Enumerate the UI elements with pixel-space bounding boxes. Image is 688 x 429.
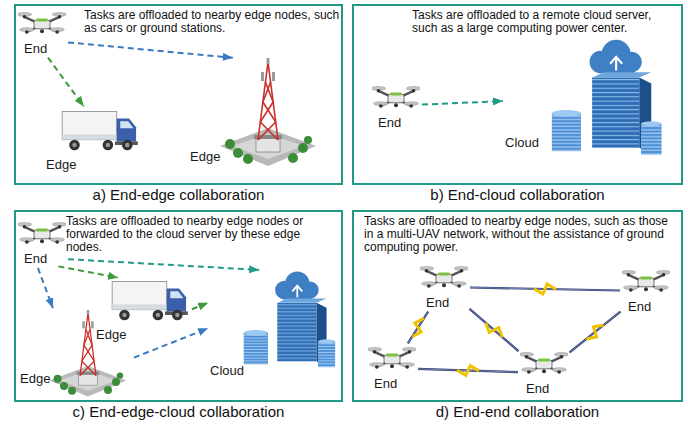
device-node: Edge: [90, 278, 190, 342]
wireless-link: [470, 284, 620, 294]
device-node: End: [520, 350, 568, 396]
offload-arrow: [422, 101, 503, 105]
device-node: Edge: [20, 310, 132, 398]
node-label: Edge: [20, 371, 50, 386]
device-node: End: [18, 220, 66, 266]
drone-icon: [372, 84, 420, 112]
node-label: End: [374, 376, 397, 391]
drone-icon: [368, 345, 416, 373]
device-node: Cloud: [505, 38, 665, 178]
offload-arrow: [58, 266, 118, 277]
truck-icon: [60, 108, 140, 152]
node-label: Cloud: [210, 363, 244, 378]
wireless-link: [418, 366, 518, 376]
offload-arrow: [48, 58, 84, 107]
offload-arrow: [68, 42, 233, 57]
panel-caption: a) End-edge collaboration: [16, 186, 341, 203]
offload-arrow: [68, 259, 259, 270]
device-node: End: [622, 268, 670, 314]
offload-arrow: [192, 303, 208, 310]
device-node: Cloud: [210, 270, 338, 398]
node-label: End: [526, 381, 549, 396]
tower-icon: [48, 310, 128, 398]
device-node: Edge: [40, 108, 140, 172]
tower-icon: [218, 58, 318, 168]
panel-caption: b) End-cloud collaboration: [354, 186, 681, 203]
drone-icon: [18, 220, 66, 248]
scenario-panel: Tasks are offloaded to nearby edge nodes…: [352, 210, 683, 402]
offload-arrow: [134, 328, 208, 357]
node-label: End: [378, 115, 401, 130]
drone-icon: [420, 264, 468, 292]
wireless-link: [470, 309, 519, 351]
scenario-panel: Tasks are offloaded to nearby edge nodes…: [14, 4, 343, 185]
cloudsrv-icon: [238, 270, 338, 370]
panel-description: Tasks are offloaded to nearby edge nodes…: [84, 9, 346, 35]
panel-description: Tasks are offloaded to nearby edge nodes…: [364, 215, 676, 254]
drone-icon: [622, 268, 670, 296]
device-node: Edge: [190, 58, 318, 178]
drone-icon: [520, 350, 568, 378]
panel-caption: d) End-end collaboration: [354, 403, 681, 420]
panel-description: Tasks are offloaded to a remote cloud se…: [412, 9, 678, 35]
drone-icon: [18, 10, 66, 38]
cloudsrv-icon: [545, 38, 665, 158]
node-label: Cloud: [505, 135, 539, 150]
device-node: End: [368, 345, 416, 391]
scenario-panel: Tasks are offloaded to nearby edge nodes…: [14, 210, 343, 402]
device-node: End: [372, 84, 420, 130]
device-node: End: [18, 10, 66, 56]
node-label: End: [24, 251, 47, 266]
node-label: Edge: [96, 327, 126, 342]
device-node: End: [420, 264, 468, 310]
node-label: End: [628, 299, 651, 314]
scenario-panel: Tasks are offloaded to a remote cloud se…: [352, 4, 683, 185]
node-label: Edge: [46, 157, 76, 172]
offload-arrow: [38, 268, 53, 308]
panel-description: Tasks are offloaded to nearby edge nodes…: [66, 215, 338, 254]
truck-icon: [110, 278, 190, 322]
node-label: End: [426, 295, 449, 310]
wireless-link: [570, 312, 621, 353]
node-label: Edge: [190, 149, 220, 164]
wireless-link: [408, 312, 428, 344]
node-label: End: [24, 41, 47, 56]
panel-caption: c) End-edge-cloud collaboration: [16, 403, 341, 420]
